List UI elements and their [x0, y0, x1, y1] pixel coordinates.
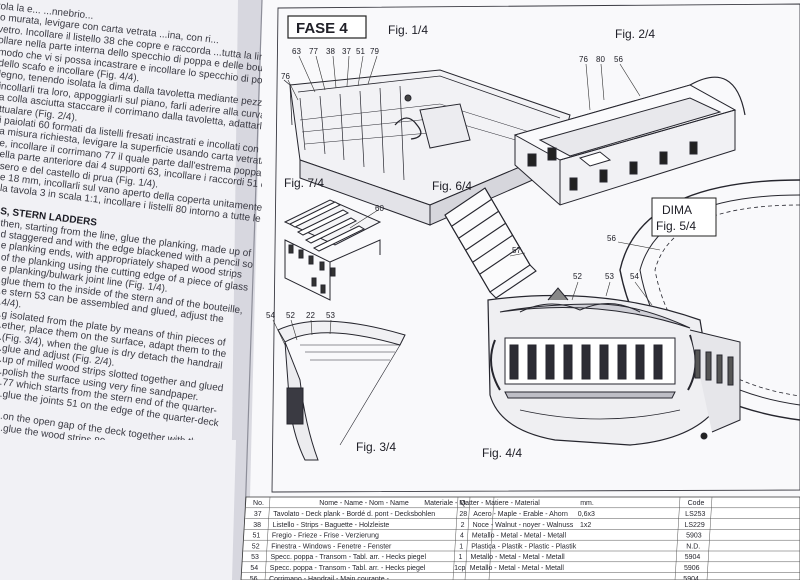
table-header-cell: Code [688, 500, 705, 507]
table-cell: Plastica - Plastik - Plastic - Plastik [471, 543, 577, 550]
table-cell: Noce - Walnut - noyer - Walnuss [473, 522, 574, 529]
figure-2-callout-leaders [585, 63, 641, 111]
fig-label-5: Fig. 5/4 [656, 219, 696, 233]
figure-1-callout-leaders [287, 55, 378, 101]
callout: 77 [309, 47, 318, 56]
table-cell: 5904 [685, 554, 701, 561]
table-cell: Metallo - Metal - Metal - Metall [471, 554, 566, 561]
callout: 63 [292, 47, 301, 56]
table-cell: Metallo - Metal - Metal - Metall [472, 533, 567, 540]
table-cell: LS253 [685, 511, 705, 518]
table-cell: 37 [254, 511, 262, 518]
phase-title: FASE 4 [296, 20, 348, 37]
callout: 79 [370, 47, 379, 56]
figure-2-stern-drawing [513, 76, 746, 206]
callout: 53 [605, 272, 614, 281]
table-cell: 54 [250, 565, 258, 572]
callout: 57 [512, 246, 521, 255]
table-cell: Metallo - Metal - Metal - Metall [470, 565, 565, 572]
phase-header-box [287, 15, 367, 39]
parts-table: No. Nome - Name - Nom - Name Q.Materiale -… [240, 496, 800, 580]
table-cell: N.D. [686, 543, 700, 550]
table-cell: Finestra - Windows - Fenetre - Fenster [271, 543, 392, 550]
table-cell: 5904 [683, 576, 699, 580]
table-cell: 1cp [454, 565, 465, 572]
callout: 54 [630, 272, 639, 281]
figure-labels: Fig. 1/4 Fig. 2/4 Fig. 7/4 Fig. 6/4 DIMA… [284, 23, 717, 460]
table-cell: Corrimano - Handrail - Main courante - .… [269, 576, 397, 580]
callout: 52 [573, 272, 582, 281]
table-cell: Specc. poppa - Transom - Tabl. arr. - He… [271, 554, 427, 561]
table-cell: 5906 [684, 565, 700, 572]
figure-6-ladder-drawing [444, 187, 537, 299]
callout: 60 [375, 204, 384, 213]
callout: 76 [281, 72, 290, 81]
figure-3-callout-leaders [272, 319, 332, 346]
table-cell: 1x2 [580, 522, 591, 529]
table-cell: Specc. poppa - Transom - Tabl. arr. - He… [270, 565, 426, 572]
left-page [0, 0, 262, 580]
table-header-cell: No. [253, 500, 264, 507]
fig-label-2: Fig. 2/4 [615, 27, 655, 41]
table-cell: 56 [250, 576, 258, 580]
table-cell: 5903 [686, 533, 702, 540]
figure-4-callout-leaders [571, 281, 653, 306]
fig-label-1: Fig. 1/4 [388, 23, 428, 37]
callout: 76 [579, 55, 588, 64]
fig-label-7: Fig. 7/4 [284, 176, 324, 190]
callout: 56 [607, 234, 616, 243]
table-header-cell: Nome - Name - Nom - Name [319, 500, 409, 507]
callout: 56 [614, 55, 623, 64]
table-cell: 51 [253, 533, 261, 540]
table-cell: LS229 [684, 522, 704, 529]
table-cell: 28 [459, 511, 467, 518]
callout: 53 [326, 311, 335, 320]
template-label: DIMA [662, 203, 692, 217]
table-cell: 4 [460, 533, 464, 540]
callout: 38 [326, 47, 335, 56]
fig-label-6: Fig. 6/4 [432, 179, 472, 193]
figure-3-stern-bulkhead-drawing [277, 320, 406, 461]
figure-frame [271, 3, 800, 493]
callout-numbers: 63 77 38 37 51 79 76 76 80 56 60 57 56 5… [266, 47, 639, 320]
callout: 54 [266, 311, 275, 320]
figure-7-grating-drawing [283, 199, 382, 301]
table-header-cell: Q. [460, 500, 467, 507]
table-cell: 38 [253, 522, 261, 529]
callout: 80 [596, 55, 605, 64]
fig-label-4: Fig. 4/4 [482, 446, 522, 460]
book-gutter [230, 0, 262, 580]
callout: 51 [356, 47, 365, 56]
table-header-cell: mm. [580, 500, 594, 507]
table-cell: Tavolato - Deck plank - Bordé d. pont - … [273, 511, 435, 518]
callout: 37 [342, 47, 351, 56]
table-cell: 1 [459, 543, 463, 550]
table-cell: 1 [459, 554, 463, 561]
table-header-cell: Materiale - Matter - Matiere - Material [424, 500, 540, 507]
table-cell: 53 [251, 554, 259, 561]
table-cell: 2 [461, 522, 465, 529]
callout: 22 [306, 311, 315, 320]
table-cell: Listello - Strips - Baguette - Holzleist… [273, 522, 390, 529]
left-page-text: ...tola la e... ...nnebrio......lo murat… [0, 0, 262, 450]
table-cell: Fregio - Frieze - Frise - Verzierung [272, 533, 379, 540]
table-cell: 52 [252, 543, 260, 550]
figure-4-stern-transom-drawing [487, 287, 741, 446]
template-label-box [651, 197, 717, 237]
table-cell: Acero - Maple - Erable - Ahorn [473, 511, 568, 518]
fig-label-3: Fig. 3/4 [356, 440, 396, 454]
callout: 52 [286, 311, 295, 320]
table-cell: 0,6x3 [578, 511, 595, 518]
